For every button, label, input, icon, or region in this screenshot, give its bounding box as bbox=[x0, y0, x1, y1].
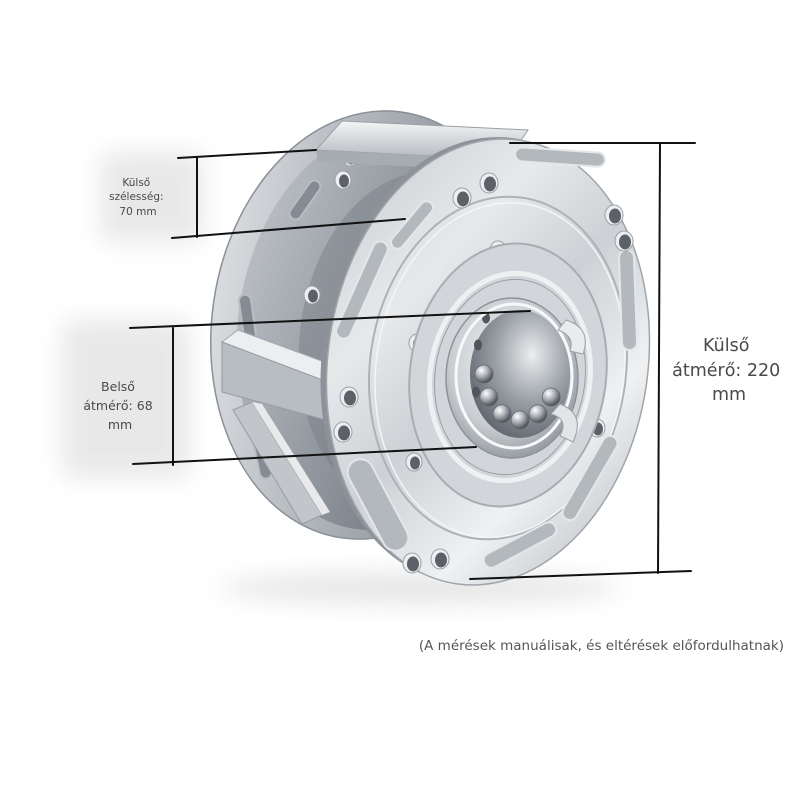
front-flange-slots bbox=[335, 146, 638, 569]
mounting-hole bbox=[308, 289, 318, 303]
flange-slot bbox=[482, 521, 558, 569]
bearing-balls bbox=[474, 364, 561, 430]
mounting-hole bbox=[344, 390, 356, 406]
hub-cup-holes bbox=[472, 312, 490, 398]
flange-slot bbox=[561, 434, 619, 522]
bottom-connecting-bar bbox=[232, 401, 330, 525]
front-flange-emboss-highlight bbox=[374, 201, 626, 539]
cup-hole bbox=[472, 386, 480, 398]
mounting-hole bbox=[484, 176, 496, 192]
bearing-ball bbox=[474, 364, 494, 384]
hub-cup-rim-highlight bbox=[454, 302, 574, 450]
hub-cup-tab-lower bbox=[550, 403, 578, 443]
inner-diameter-label-line: mm bbox=[108, 417, 132, 432]
mounting-hole bbox=[338, 425, 350, 441]
flange-slot bbox=[390, 200, 434, 250]
hub-ring-edge bbox=[433, 278, 587, 476]
hub-cup-tab-upper bbox=[557, 319, 586, 355]
outer-diameter-label-line: átmérő: 220 bbox=[672, 361, 780, 381]
mounting-hole bbox=[609, 208, 621, 224]
dimension-line-inner-diameter-top bbox=[129, 310, 531, 329]
bearing-ball bbox=[492, 404, 512, 424]
bearing-ball bbox=[510, 410, 530, 430]
outer-diameter-label: Külső átmérő: 220 mm bbox=[672, 336, 786, 405]
mounting-hole bbox=[407, 556, 419, 572]
hub-raised-ring bbox=[426, 270, 594, 484]
bearing-ball bbox=[528, 404, 548, 424]
hub-cup-interior bbox=[470, 310, 570, 438]
mounting-hole bbox=[435, 552, 447, 568]
dimension-line-outer-diameter-bottom bbox=[469, 570, 692, 580]
flange-slot bbox=[618, 249, 638, 351]
mounting-hole bbox=[619, 234, 631, 250]
flange-slot bbox=[335, 240, 389, 340]
flange-slot bbox=[346, 458, 410, 552]
mounting-hole bbox=[457, 191, 469, 207]
label-backdrop-inner-diameter bbox=[62, 320, 190, 478]
inner-diameter-label-line: Belső bbox=[101, 379, 135, 394]
outer-width-label-line: Külső bbox=[122, 177, 150, 189]
dimension-line-outer-width-top bbox=[177, 149, 317, 159]
bearing-ball bbox=[479, 387, 499, 407]
flange-slot bbox=[514, 146, 606, 168]
bearing-ball bbox=[541, 387, 561, 407]
front-flange-emboss-ring bbox=[368, 195, 628, 541]
dimension-line-inner-diameter-bottom bbox=[132, 446, 477, 465]
outer-width-label-line: szélesség: bbox=[109, 191, 163, 203]
outer-diameter-label-line: mm bbox=[712, 385, 746, 405]
label-backdrop-outer-width bbox=[100, 152, 204, 242]
outer-diameter-label-line: Külső bbox=[703, 336, 749, 356]
cup-hole bbox=[474, 339, 482, 351]
reel-drum bbox=[210, 110, 651, 586]
outer-width-label: Külső szélesség: 70 mm bbox=[109, 177, 167, 218]
mounting-hole bbox=[410, 456, 420, 470]
dimension-line-outer-width-bottom bbox=[171, 218, 406, 239]
mounting-hole bbox=[339, 174, 349, 188]
ground-shadow bbox=[220, 572, 620, 604]
outer-width-label-line: 70 mm bbox=[119, 206, 156, 218]
dimension-line-outer-diameter-vertical bbox=[657, 142, 661, 574]
inner-diameter-label-line: átmérő: 68 bbox=[83, 398, 152, 413]
inner-diameter-label: Belső átmérő: 68 mm bbox=[83, 379, 156, 432]
dimension-lines bbox=[129, 142, 696, 580]
flange-slot bbox=[288, 179, 322, 221]
measurement-disclaimer: (A mérések manuálisak, és eltérések előf… bbox=[419, 638, 784, 654]
